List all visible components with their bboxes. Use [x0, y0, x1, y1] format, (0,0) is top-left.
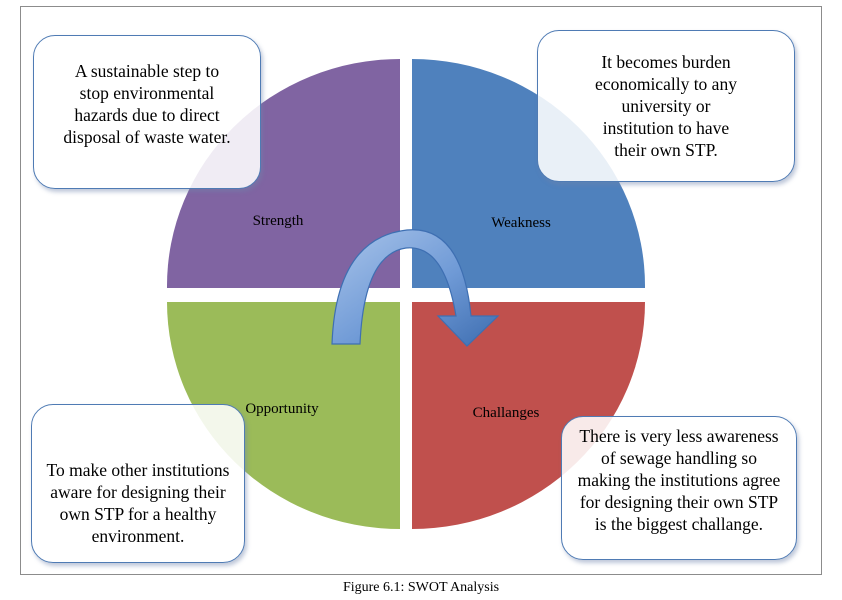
callout-line: There is very less awareness: [579, 426, 779, 446]
callout-line: hazards due to direct: [74, 105, 220, 125]
callout-line: making the institutions agree: [577, 470, 781, 490]
weakness-label: Weakness: [491, 215, 551, 231]
callout-line: institution to have: [602, 118, 730, 138]
strength-callout: A sustainable step to stop environmental…: [33, 35, 261, 189]
callout-line: is the biggest challange.: [594, 514, 764, 534]
opportunity-callout: To make other institutions aware for des…: [31, 404, 245, 563]
opportunity-label: Opportunity: [245, 401, 319, 417]
opportunity-quadrant: [167, 302, 400, 529]
callout-line: university or: [621, 96, 711, 116]
callout-line: A sustainable step to: [74, 61, 220, 81]
figure-caption: Figure 6.1: SWOT Analysis: [342, 580, 500, 595]
callout-line: own STP for a healthy: [59, 504, 217, 524]
callout-line: environment.: [91, 526, 185, 546]
callout-line: stop environmental: [79, 83, 215, 103]
callout-line: To make other institutions: [46, 460, 230, 480]
challenge-callout: There is very less awareness of sewage h…: [561, 416, 797, 560]
challenge-quadrant: [412, 302, 645, 529]
strength-quadrant: [166, 59, 400, 288]
weakness-quadrant: [412, 59, 646, 288]
weakness-callout: It becomes burden economically to any un…: [537, 30, 795, 182]
curved-arrow-icon: [331, 229, 500, 347]
callout-line: aware for designing their: [50, 482, 226, 502]
callout-line: of sewage handling so: [600, 448, 757, 468]
callout-line: for designing their own STP: [579, 492, 779, 512]
challenge-label: Challanges: [472, 405, 540, 421]
strength-label: Strength: [252, 213, 304, 229]
callout-line: It becomes burden: [601, 52, 731, 72]
callout-line: their own STP.: [614, 140, 718, 160]
callout-line: economically to any: [595, 74, 737, 94]
callout-line: disposal of waste water.: [63, 127, 231, 147]
